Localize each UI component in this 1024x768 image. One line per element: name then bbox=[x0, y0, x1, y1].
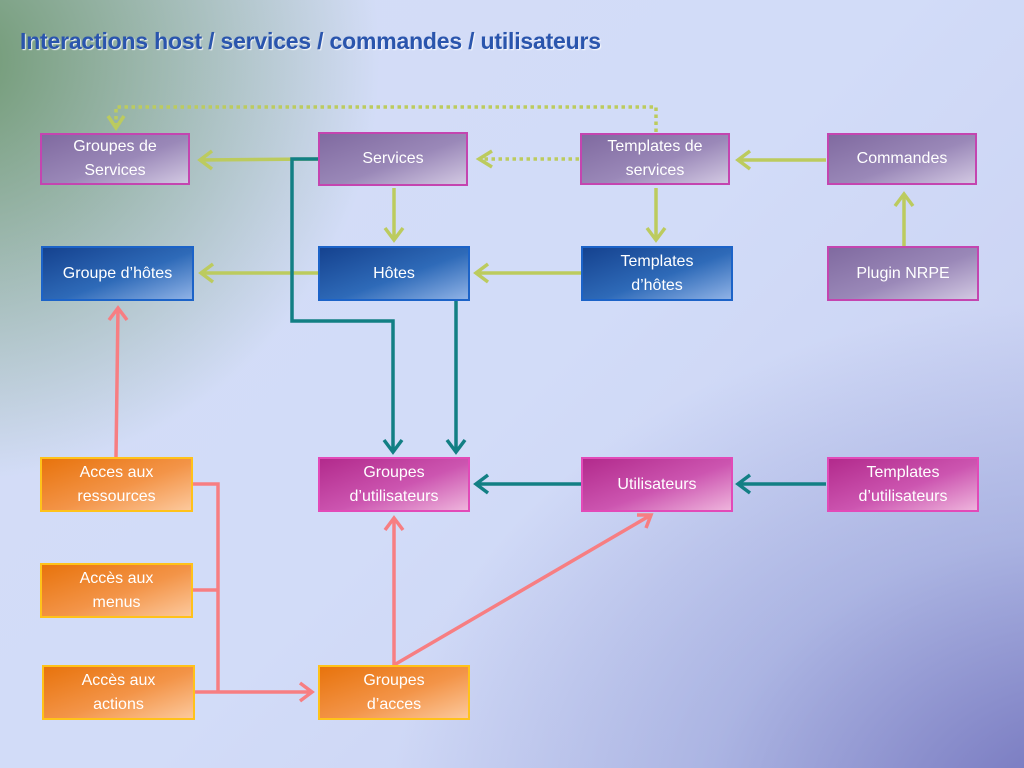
box-plugin-nrpe: Plugin NRPE bbox=[827, 246, 979, 301]
arrow-services-to-groupes-utilisateurs bbox=[290, 157, 404, 455]
arrow-services-to-hotes bbox=[383, 188, 405, 243]
arrow-utilisateurs-to-groupes-utilisateurs bbox=[473, 473, 581, 495]
box-hotes: Hôtes bbox=[318, 246, 470, 301]
box-templates-d-hotes: Templates d’hôtes bbox=[581, 246, 733, 301]
dotted-arrow-templates-to-groupes-services bbox=[114, 105, 658, 132]
arrow-services-to-groupes-services bbox=[197, 149, 319, 171]
arrow-commandes-to-templates-services bbox=[735, 149, 826, 171]
box-commandes: Commandes bbox=[827, 133, 977, 185]
box-acces-aux-actions: Accès aux actions bbox=[42, 665, 195, 720]
arrow-templates-hotes-to-hotes bbox=[473, 262, 581, 284]
arrow-hotes-to-groupes-utilisateurs bbox=[445, 301, 467, 455]
arrow-hotes-to-groupe-hotes bbox=[198, 262, 318, 284]
box-groupe-d-hotes: Groupe d’hôtes bbox=[41, 246, 194, 301]
arrow-acces-ressources-to-groupe-hotes bbox=[107, 305, 129, 458]
box-templates-de-services: Templates de services bbox=[580, 133, 730, 185]
box-acces-aux-menus: Accès aux menus bbox=[40, 563, 193, 618]
arrow-groupes-acces-to-utilisateurs bbox=[393, 513, 654, 667]
page-title: Interactions host / services / commandes… bbox=[20, 28, 601, 54]
box-services: Services bbox=[318, 132, 468, 186]
box-groupes-de-services: Groupes de Services bbox=[40, 133, 190, 185]
arrow-templates-services-to-templates-hotes bbox=[645, 188, 667, 243]
box-utilisateurs: Utilisateurs bbox=[581, 457, 733, 512]
box-groupes-d-acces: Groupes d’acces bbox=[318, 665, 470, 720]
arrow-groupes-acces-to-groupes-utilisateurs bbox=[383, 515, 405, 665]
box-acces-aux-ressources: Acces aux ressources bbox=[40, 457, 193, 512]
connector-acces-ressources bbox=[193, 482, 220, 692]
arrow-templates-utilisateurs-to-utilisateurs bbox=[735, 473, 826, 495]
box-templates-d-utilisateurs: Templates d’utilisateurs bbox=[827, 457, 979, 512]
arrow-plugin-to-commandes bbox=[893, 191, 915, 246]
arrow-acces-actions-to-groupes-acces bbox=[194, 681, 315, 703]
box-groupes-d-utilisateurs: Groupes d’utilisateurs bbox=[318, 457, 470, 512]
